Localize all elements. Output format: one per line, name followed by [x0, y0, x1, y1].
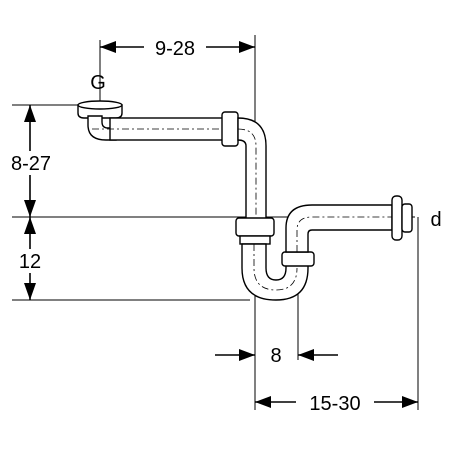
dimension-left-upper-label: 8-27: [11, 153, 51, 175]
upper-elbow: [237, 117, 267, 221]
outlet-label: d: [430, 209, 441, 231]
dimension-offset: 8: [215, 345, 338, 367]
arrow-up-icon: [24, 105, 36, 122]
siphon-pipe: [77, 100, 413, 301]
arrow-left-icon: [255, 396, 271, 408]
arrow-left-icon: [298, 349, 314, 361]
dimension-bottom-label: 15-30: [309, 393, 360, 415]
dimension-bottom: 15-30: [255, 390, 418, 415]
trap-nut: [281, 251, 315, 267]
arrow-right-icon: [402, 396, 418, 408]
arrow-right-icon: [239, 41, 255, 53]
dimension-left-lower-label: 12: [19, 251, 41, 273]
outlet-elbow: [285, 204, 393, 253]
arrow-down-icon: [24, 200, 36, 217]
dimension-offset-label: 8: [270, 345, 281, 367]
arrow-down-icon: [24, 283, 36, 300]
outlet-flange: [391, 195, 413, 241]
vertical-nut: [235, 217, 275, 237]
dimension-top-label: 9-28: [155, 38, 195, 60]
arrow-up-icon: [24, 217, 36, 234]
dimension-top: 9-28: [100, 36, 255, 60]
inlet-flange: [77, 100, 123, 119]
inlet-label: G: [90, 72, 106, 94]
dimension-left-upper: 8-27: [4, 105, 58, 217]
arrow-left-icon: [100, 41, 116, 53]
arm-nut: [221, 111, 239, 147]
arrow-right-icon: [239, 349, 255, 361]
dimension-left-lower: 12: [14, 217, 48, 300]
